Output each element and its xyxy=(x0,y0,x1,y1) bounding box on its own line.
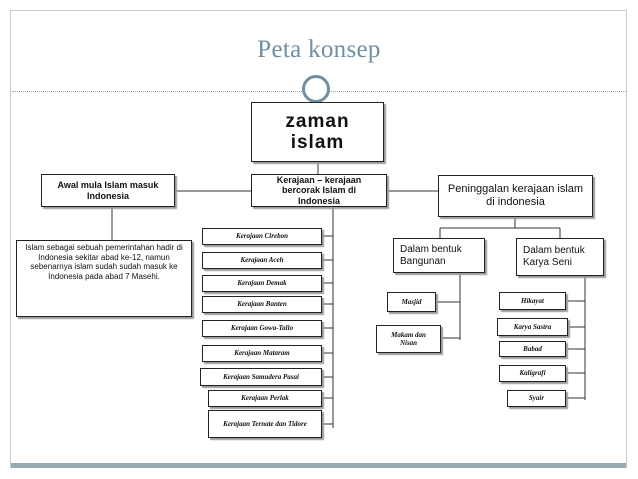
kingdom-item: Kerajaan Mataram xyxy=(202,345,322,362)
kingdom-label: Kerajaan Cirebon xyxy=(236,232,288,241)
art-item: Kaligrafi xyxy=(499,365,566,382)
left-node-label: Awal mula Islam masuk Indonesia xyxy=(57,180,159,201)
building-item: Makam dan Nisan xyxy=(376,325,441,353)
buildings-category: Dalam bentuk Bangunan xyxy=(393,238,485,273)
art-label: Hikayat xyxy=(521,296,544,305)
kingdom-label: Kerajaan Mataram xyxy=(234,349,290,358)
art-item: Babad xyxy=(499,341,566,357)
center-node: Kerajaan – kerajaan bercorak Islam di In… xyxy=(251,174,387,207)
kingdom-label: Kerajaan Samudera Pasai xyxy=(223,372,299,381)
art-item: Karya Sastra xyxy=(497,318,568,336)
building-item: Masjid xyxy=(387,292,436,312)
buildings-category-label: Dalam bentuk Bangunan xyxy=(400,243,462,267)
kingdom-item: Kerajaan Banten xyxy=(202,296,322,313)
art-item: Syair xyxy=(507,390,566,407)
art-label: Syair xyxy=(528,394,545,403)
kingdom-label: Kerajaan Gowa-Tallo xyxy=(230,324,294,333)
kingdom-item: Kerajaan Samudera Pasai xyxy=(200,368,322,386)
arts-category-label: Dalam bentuk Karya Seni xyxy=(523,245,585,268)
left-node: Awal mula Islam masuk Indonesia xyxy=(41,174,175,207)
art-label: Babad xyxy=(523,344,542,353)
kingdom-item: Kerajaan Cirebon xyxy=(202,228,322,245)
center-node-label: Kerajaan – kerajaan bercorak Islam di In… xyxy=(276,174,362,206)
building-label: Masjid xyxy=(401,297,422,306)
right-node: Peninggalan kerajaan islam di indonesia xyxy=(438,175,593,217)
art-label: Kaligrafi xyxy=(519,369,546,378)
root-node-label: zaman islam xyxy=(285,111,350,153)
root-node: zaman islam xyxy=(251,102,384,162)
kingdom-label: Kerajaan Ternate dan Tidore xyxy=(223,419,307,428)
slide-title: Peta konsep xyxy=(257,36,381,63)
building-label: Makam dan Nisan xyxy=(391,330,426,347)
intro-note: Islam sebagai sebuah pemerintahan hadir … xyxy=(16,240,192,317)
kingdom-item: Kerajaan Ternate dan Tidore xyxy=(208,410,322,438)
bottom-accent-bar xyxy=(11,463,626,468)
arts-category: Dalam bentuk Karya Seni xyxy=(516,238,604,276)
art-label: Karya Sastra xyxy=(513,322,552,331)
intro-note-text: Islam sebagai sebuah pemerintahan hadir … xyxy=(25,243,183,281)
kingdom-label: Kerajaan Demak xyxy=(237,279,287,288)
kingdom-item: Kerajaan Demak xyxy=(202,275,322,292)
kingdom-label: Kerajaan Aceh xyxy=(240,256,284,265)
right-node-label: Peninggalan kerajaan islam di indonesia xyxy=(447,183,584,208)
kingdom-item: Kerajaan Perlak xyxy=(208,390,322,407)
decorative-circle-icon xyxy=(302,75,330,103)
art-item: Hikayat xyxy=(499,292,566,310)
kingdom-item: Kerajaan Aceh xyxy=(202,252,322,269)
kingdom-item: Kerajaan Gowa-Tallo xyxy=(202,320,322,337)
kingdom-label: Kerajaan Banten xyxy=(237,300,287,309)
kingdom-label: Kerajaan Perlak xyxy=(241,394,289,403)
